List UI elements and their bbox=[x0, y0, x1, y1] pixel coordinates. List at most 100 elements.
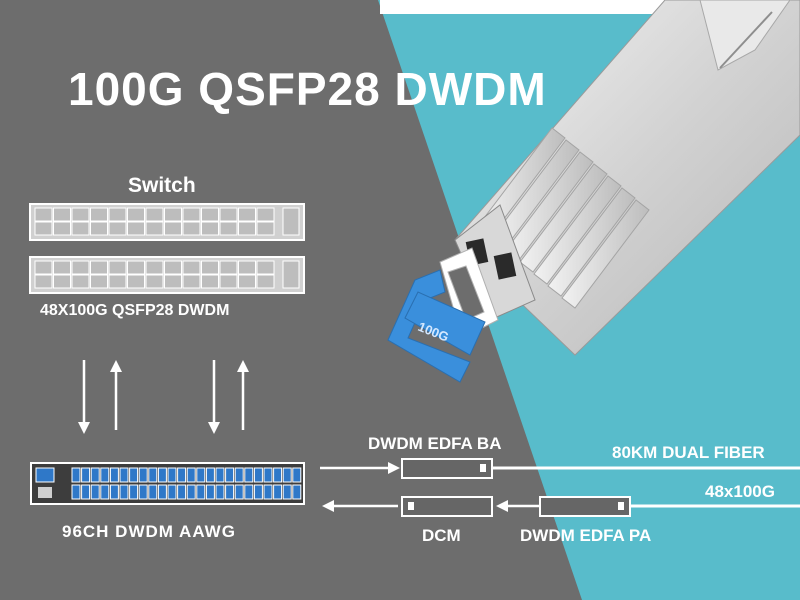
signal-path bbox=[320, 458, 800, 517]
pa-to-dcm-arrow-head bbox=[496, 500, 508, 512]
switch-port bbox=[34, 207, 53, 222]
aawg-channel-port bbox=[81, 467, 91, 483]
switch-port bbox=[127, 260, 145, 275]
dcm-label: DCM bbox=[422, 526, 461, 545]
aawg-channel-port bbox=[234, 484, 244, 500]
switch-port bbox=[34, 221, 53, 236]
switch-port bbox=[90, 260, 108, 275]
switch-port bbox=[164, 221, 182, 236]
aawg-monitor-port bbox=[38, 487, 52, 498]
switch-port bbox=[145, 207, 164, 222]
module-edge bbox=[719, 11, 773, 69]
switch-port bbox=[71, 260, 90, 275]
dcm-box bbox=[401, 496, 493, 517]
switch-port bbox=[90, 207, 108, 222]
switch-port bbox=[53, 260, 71, 275]
switch-port bbox=[182, 221, 201, 236]
fiber-distance-label: 80KM DUAL FIBER bbox=[612, 443, 765, 462]
switch-port bbox=[219, 274, 238, 289]
aawg-channel-port bbox=[186, 484, 196, 500]
switch-port bbox=[238, 221, 256, 236]
switch-port bbox=[182, 274, 201, 289]
switch-port bbox=[127, 207, 145, 222]
switch-port bbox=[182, 260, 201, 275]
aawg-channel-port bbox=[273, 467, 283, 483]
aawg-channel-port bbox=[196, 467, 206, 483]
switch-port bbox=[34, 260, 53, 275]
aawg-channel-port bbox=[292, 484, 302, 500]
aawg-channel-port bbox=[177, 467, 187, 483]
aawg-channel-port bbox=[138, 467, 148, 483]
switch-aawg-arrows bbox=[78, 360, 249, 434]
switch-port bbox=[219, 207, 238, 222]
switch-port bbox=[256, 207, 275, 222]
switch-port bbox=[164, 260, 182, 275]
aawg-channel-port bbox=[196, 484, 206, 500]
aawg-channel-port bbox=[263, 484, 273, 500]
switch-port bbox=[201, 221, 219, 236]
switch-label: Switch bbox=[128, 174, 196, 197]
switch-port bbox=[256, 260, 275, 275]
switch-port bbox=[71, 274, 90, 289]
aawg-channel-port bbox=[263, 467, 273, 483]
switch-port bbox=[90, 274, 108, 289]
switch-port bbox=[53, 274, 71, 289]
edfa-pa-label: DWDM EDFA PA bbox=[520, 526, 652, 545]
page-title: 100G QSFP28 DWDM bbox=[68, 63, 547, 115]
aawg-channel-port bbox=[234, 467, 244, 483]
qsfp28-module: 100G bbox=[387, 0, 800, 383]
switch-1 bbox=[29, 203, 305, 241]
aawg-channel-port bbox=[81, 484, 91, 500]
switch-port bbox=[108, 260, 127, 275]
edfa-pa-box bbox=[539, 496, 631, 517]
aawg-channel-port bbox=[253, 484, 263, 500]
aawg-channel-port bbox=[148, 467, 158, 483]
aawg-channel-port bbox=[157, 467, 167, 483]
aawg-channel-port bbox=[282, 467, 292, 483]
switch-port bbox=[256, 274, 275, 289]
switch-port bbox=[108, 207, 127, 222]
up-arrow-1-head bbox=[110, 360, 122, 372]
aawg-channel-port bbox=[225, 467, 235, 483]
aawg-channel-port bbox=[244, 467, 254, 483]
lc-port-right bbox=[493, 252, 517, 280]
switch-port bbox=[201, 274, 219, 289]
aawg-channel-port bbox=[71, 484, 81, 500]
edfa-ba-label: DWDM EDFA BA bbox=[368, 434, 502, 453]
aawg-label: 96CH DWDM AAWG bbox=[62, 522, 236, 541]
aawg-channel-port bbox=[157, 484, 167, 500]
edfa-ba-indicator bbox=[480, 464, 486, 472]
switch-port bbox=[256, 221, 275, 236]
switch-port bbox=[127, 221, 145, 236]
aawg-channel-port bbox=[90, 467, 100, 483]
aawg-com-port bbox=[35, 467, 55, 483]
aawg-channel-port bbox=[119, 484, 129, 500]
switch-port bbox=[145, 260, 164, 275]
switch-management-port bbox=[282, 260, 300, 289]
aawg-channel-port bbox=[167, 484, 177, 500]
switch-port bbox=[219, 260, 238, 275]
switch-port bbox=[164, 274, 182, 289]
tx-arrow-head bbox=[388, 462, 400, 474]
aawg-channel-port bbox=[244, 484, 254, 500]
switch-port bbox=[219, 221, 238, 236]
aawg-channel-port bbox=[282, 484, 292, 500]
switch-port bbox=[238, 260, 256, 275]
aawg-channel-port bbox=[186, 467, 196, 483]
switch-port bbox=[34, 274, 53, 289]
left-background bbox=[0, 0, 582, 600]
dcm-indicator bbox=[408, 502, 414, 510]
switch-port bbox=[182, 207, 201, 222]
aawg-channel-port bbox=[205, 467, 215, 483]
switch-port bbox=[238, 207, 256, 222]
switch-port bbox=[71, 221, 90, 236]
aawg-channel-port bbox=[90, 484, 100, 500]
aawg-channel-port bbox=[273, 484, 283, 500]
aawg-channel-port bbox=[129, 467, 139, 483]
switch-port bbox=[108, 221, 127, 236]
up-arrow-2-head bbox=[237, 360, 249, 372]
aawg-channel-port bbox=[119, 467, 129, 483]
switch-port bbox=[201, 260, 219, 275]
